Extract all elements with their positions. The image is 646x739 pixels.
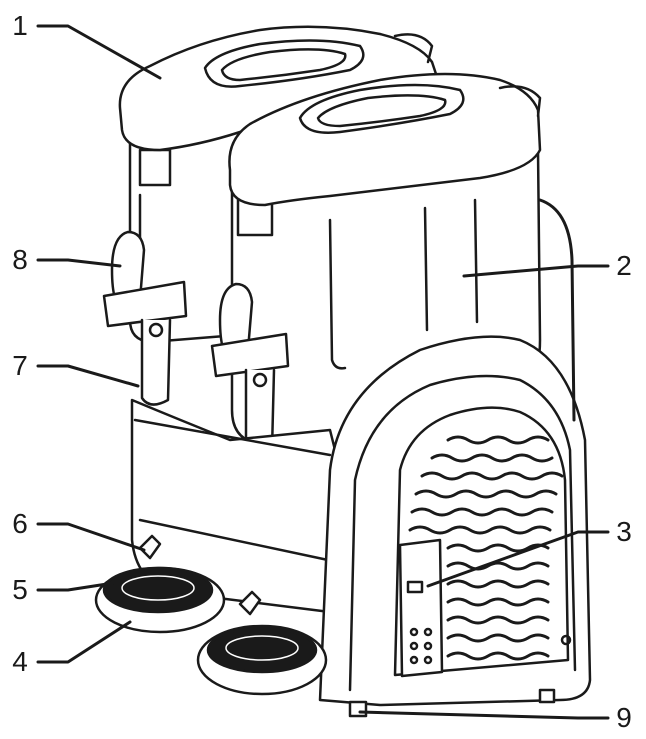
front-tray-grille [208,628,316,672]
callout-label-4: 4 [8,648,32,676]
callout-label-7: 7 [8,352,32,380]
foot-front [350,702,366,716]
callout-label-3: 3 [612,518,636,546]
callout-label-1: 1 [8,12,32,40]
leader-9 [360,712,608,718]
callout-label-6: 6 [8,510,32,538]
leader-7 [38,366,138,386]
leader-8 [38,260,120,266]
callout-label-5: 5 [8,576,32,604]
callout-label-9: 9 [612,704,636,732]
rear-tray-grille [104,568,212,612]
control-panel [400,540,442,676]
callout-label-2: 2 [612,252,636,280]
leader-4 [38,622,130,662]
foot-rear [540,690,554,702]
leader-6 [38,524,144,550]
callout-label-8: 8 [8,246,32,274]
rear-tap-spout [142,320,170,405]
